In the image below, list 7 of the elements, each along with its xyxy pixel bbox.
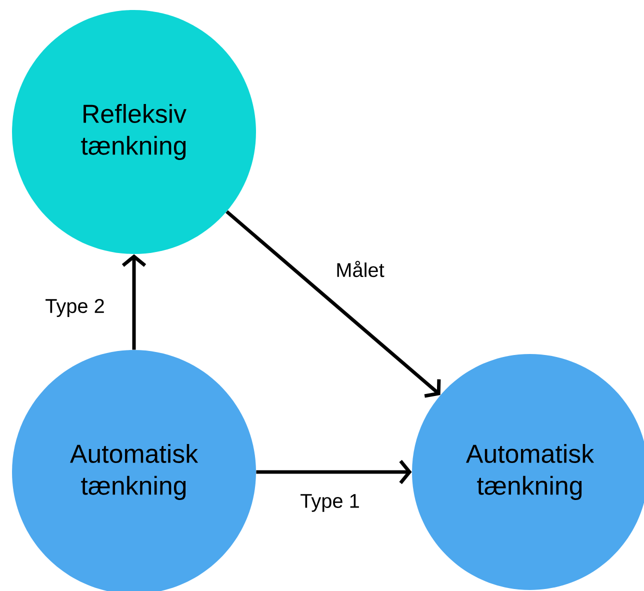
arrow [256, 460, 412, 484]
arrow [226, 210, 441, 398]
edge-label: Type 1 [298, 492, 362, 514]
edge-label: Målet [334, 258, 386, 280]
circle-node: Refleksiv tænkning [12, 10, 256, 254]
edge-label: Type 2 [43, 296, 107, 320]
arrow [122, 254, 146, 350]
